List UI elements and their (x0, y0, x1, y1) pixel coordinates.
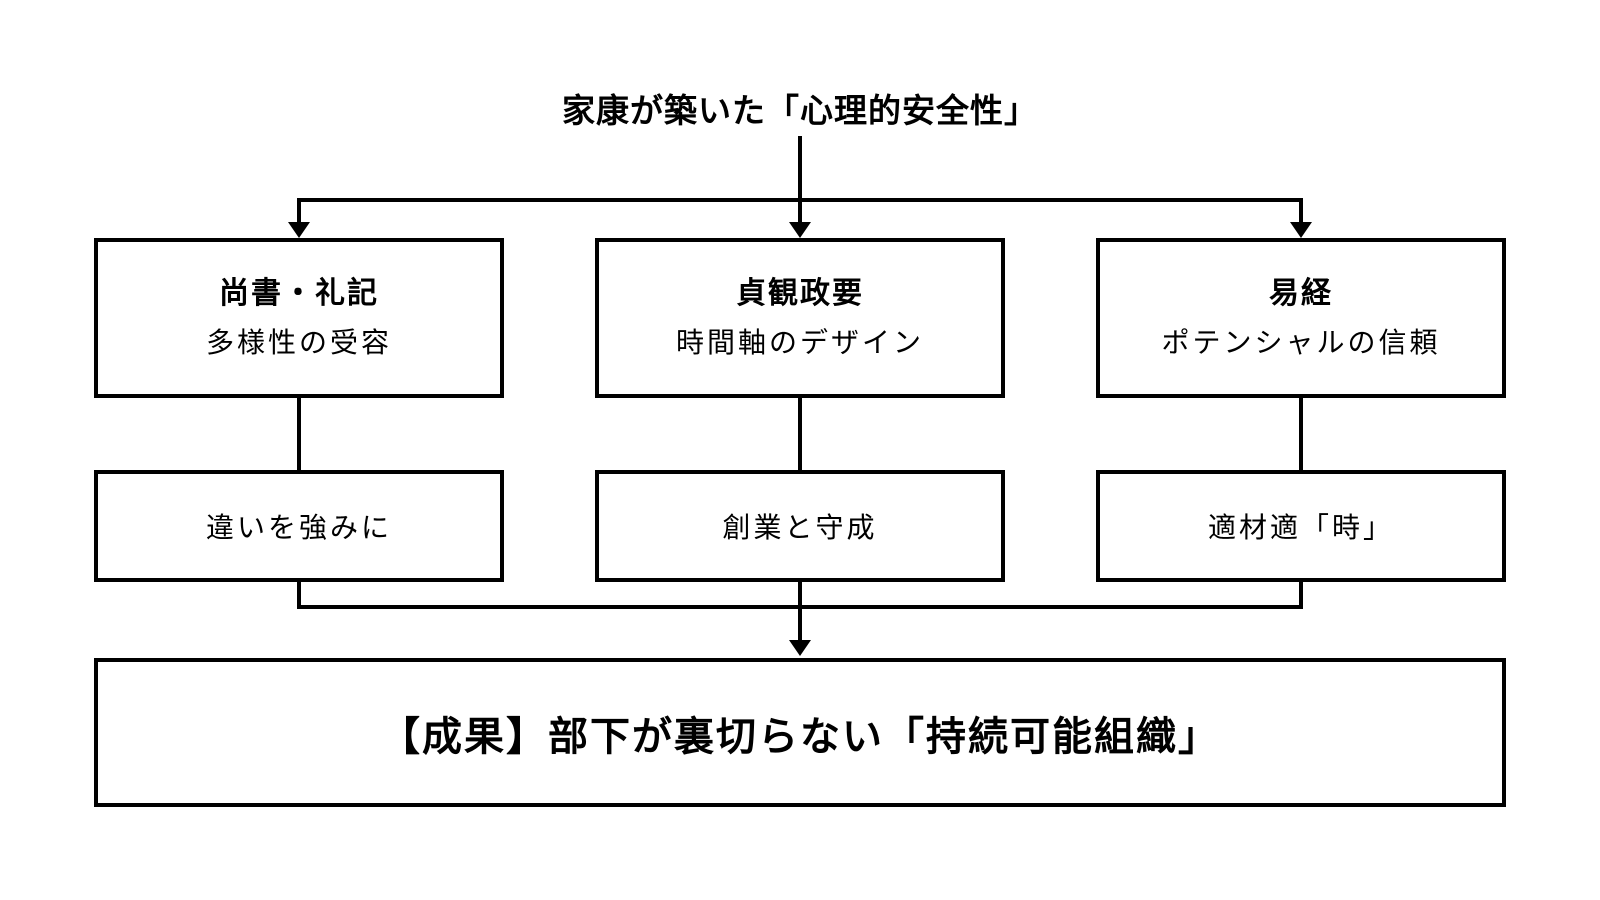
source-box-2-subtitle: 時間軸のデザイン (675, 326, 924, 360)
branch-line-top (297, 198, 1303, 202)
practice-box-2: 創業と守成 (595, 470, 1005, 582)
arrowhead-down-source-2 (789, 222, 811, 238)
source-box-1-title: 尚書・礼記 (219, 276, 379, 312)
source-box-3-subtitle: ポテンシャルの信頼 (1161, 326, 1441, 360)
source-box-1-subtitle: 多様性の受容 (205, 326, 392, 360)
connector-practice-to-merge-3 (1299, 580, 1303, 609)
connector-source-to-practice-1 (297, 396, 301, 472)
arrowhead-down-source-3 (1290, 222, 1312, 238)
outcome-box-label: 【成果】部下が裏切らない「持続可能組織」 (380, 713, 1220, 760)
connector-practice-to-merge-1 (297, 580, 301, 609)
connector-title-trunk (798, 136, 802, 224)
source-box-3-title: 易経 (1269, 276, 1333, 312)
source-box-3: 易経 ポテンシャルの信頼 (1096, 238, 1506, 398)
practice-box-1-label: 違いを強みに (205, 511, 392, 544)
connector-source-to-practice-2 (798, 396, 802, 472)
outcome-box: 【成果】部下が裏切らない「持続可能組織」 (94, 658, 1506, 807)
connector-merge-to-outcome (798, 580, 802, 642)
source-box-2: 貞観政要 時間軸のデザイン (595, 238, 1005, 398)
diagram-title: 家康が築いた「心理的安全性」 (562, 91, 1038, 130)
connector-source-to-practice-3 (1299, 396, 1303, 472)
practice-box-2-label: 創業と守成 (722, 511, 878, 544)
practice-box-3: 適材適「時」 (1096, 470, 1506, 582)
practice-box-3-label: 適材適「時」 (1207, 511, 1394, 544)
source-box-2-title: 貞観政要 (736, 276, 864, 312)
practice-box-1: 違いを強みに (94, 470, 504, 582)
arrowhead-down-source-1 (288, 222, 310, 238)
arrowhead-down-outcome (789, 640, 811, 656)
source-box-1: 尚書・礼記 多様性の受容 (94, 238, 504, 398)
connector-branch-to-source-3 (1299, 198, 1303, 224)
connector-branch-to-source-1 (297, 198, 301, 224)
